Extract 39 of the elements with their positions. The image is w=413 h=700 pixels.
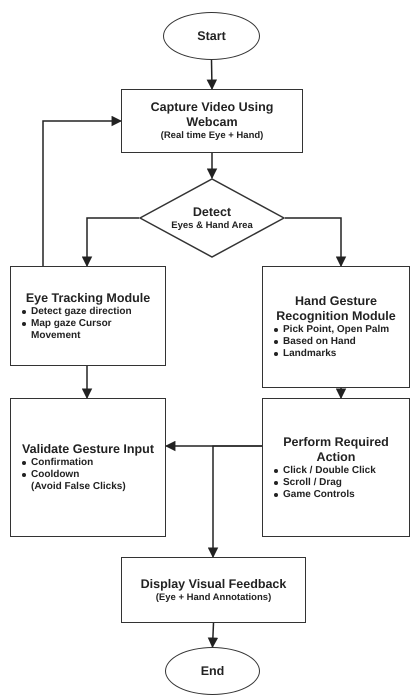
arrow (208, 622, 218, 648)
node-text: (Eye + Hand Annotations) (154, 592, 272, 604)
node-text: (Real time Eye + Hand) (160, 130, 264, 142)
node-text: (Avoid False Clicks) (31, 481, 127, 493)
node-text: Eyes & Hand Area (171, 220, 253, 232)
arrow (336, 388, 346, 400)
node-text: Detect gaze direction (31, 306, 132, 318)
node-title: Capture Video Using Webcam (150, 100, 274, 130)
arrow (82, 366, 92, 400)
node-text: Pick Point, Open Palm (283, 324, 390, 336)
node-title: Start (197, 28, 226, 44)
process-box (121, 89, 303, 153)
node-text: Click / Double Click (283, 464, 376, 476)
node-text: Landmarks (283, 348, 336, 360)
node-text: Map gaze Cursor Movement (31, 318, 113, 342)
process-box (10, 266, 166, 366)
process-box (262, 266, 410, 388)
arrow (206, 60, 218, 90)
node-title: End (200, 664, 224, 678)
node-title: Hand Gesture Recognition Module (275, 294, 397, 324)
process-box (121, 557, 306, 623)
arrow (285, 217, 346, 268)
node-title: Detect (192, 204, 232, 220)
arrow (206, 153, 218, 180)
arrow (42, 116, 122, 266)
arrow (82, 217, 139, 268)
node-title: Validate Gesture Input (21, 442, 155, 457)
arrow (208, 445, 262, 558)
node-title: Eye Tracking Module (24, 290, 152, 306)
node-text: Scroll / Drag (283, 476, 342, 488)
node-text: Game Controls (283, 488, 355, 500)
decision-diamond (139, 178, 285, 258)
process-box (262, 398, 410, 537)
process-box (10, 398, 166, 537)
node-text: Confirmation (31, 457, 94, 469)
node-title: Perform Required Action (282, 434, 390, 464)
node-text: Based on Hand (283, 336, 356, 348)
node-title: Display Visual Feedback (140, 576, 288, 592)
node-text: Cooldown (31, 469, 80, 481)
